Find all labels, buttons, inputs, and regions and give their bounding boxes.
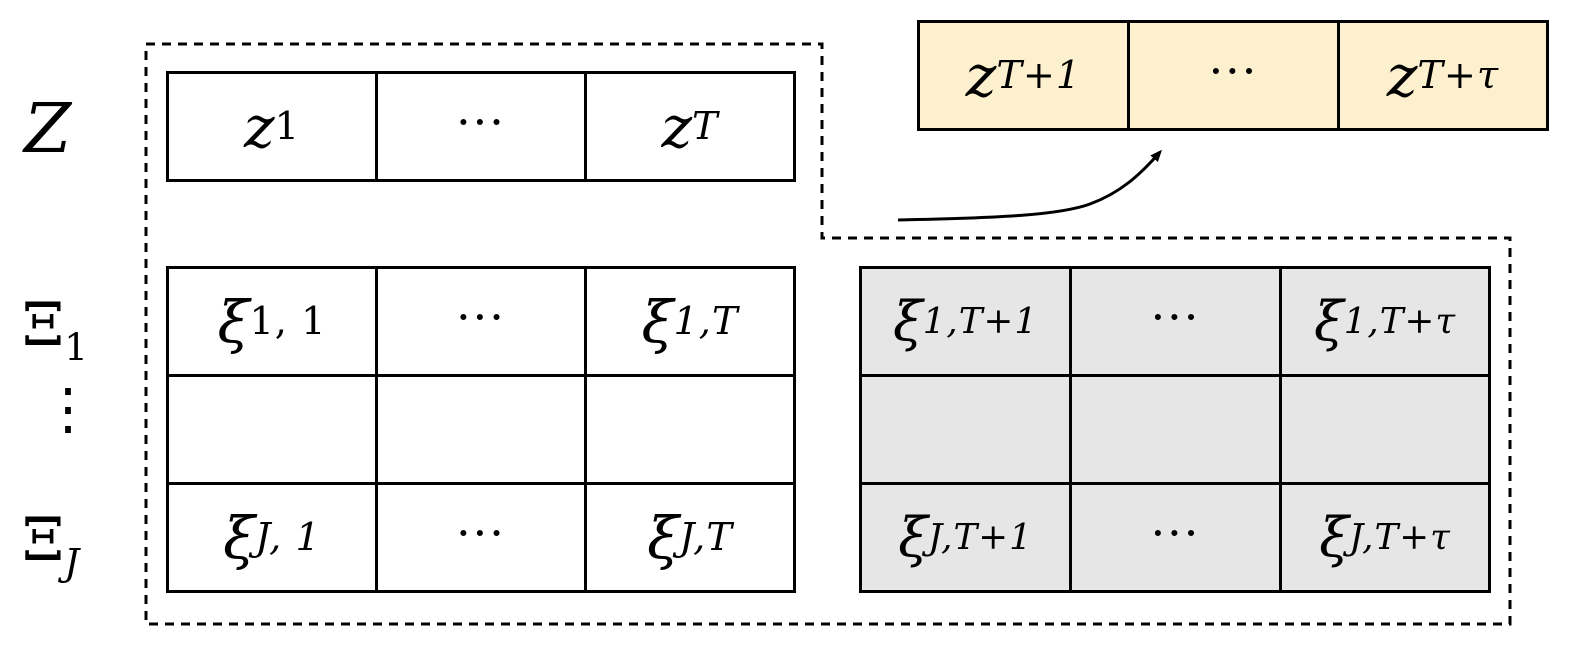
xi-future-r2-c3 [1279, 374, 1491, 485]
cell-main: ξ [1319, 506, 1349, 569]
cell-sub: T+τ [1417, 53, 1500, 98]
row-label-xi-first-sub: 1 [64, 324, 88, 369]
z-future-cell-2: ··· [1127, 20, 1340, 131]
cell-main: ··· [1150, 505, 1201, 560]
cell-sub: 1 [274, 104, 300, 149]
row-label-z-text: Z [24, 90, 72, 169]
row-label-xi-last-sub: J [64, 539, 80, 584]
row-label-xi-first-main: Ξ [22, 290, 65, 360]
cell-main: ξ [1313, 290, 1344, 353]
row-label-vdots: ⋮ [40, 382, 96, 438]
xi-history-r2-c1 [166, 374, 378, 485]
z-history-cell-2: ··· [375, 71, 587, 182]
xi-history-r3-c2: ··· [375, 482, 587, 593]
row-label-z: Z [24, 90, 71, 169]
xi-future-r1-c2: ··· [1069, 266, 1282, 377]
context-window-boundary [144, 42, 1512, 626]
cell-main: z [965, 41, 997, 110]
cell-sub: J, 1 [255, 515, 321, 560]
cell-sub: T+1 [996, 53, 1082, 98]
cell-sub: J,T+τ [1348, 517, 1451, 558]
xi-future-r3-c2: ··· [1069, 482, 1282, 593]
xi-history-r1-c2: ··· [375, 266, 587, 377]
cell-main: ξ [223, 503, 256, 572]
cell-main: z [244, 92, 275, 161]
cell-main: ξ [217, 287, 250, 356]
cell-sub: T [692, 104, 719, 149]
prediction-arrow [897, 149, 1162, 222]
cell-main: ξ [898, 506, 928, 569]
cell-main: ξ [641, 287, 674, 356]
cell-main: ··· [456, 289, 506, 344]
cell-main: ··· [456, 505, 506, 560]
cell-main: ··· [1150, 289, 1201, 344]
cell-main: z [1386, 41, 1418, 110]
cell-sub: 1,T [673, 299, 739, 344]
cell-main: ξ [892, 290, 923, 353]
cell-sub: 1,T+τ [1343, 301, 1457, 342]
row-label-xi-last: ΞJ [22, 505, 79, 584]
cell-main: ξ [647, 503, 680, 572]
cell-main: z [661, 92, 693, 161]
xi-history-r2-c3 [584, 374, 796, 485]
row-label-xi-first: Ξ1 [22, 290, 88, 369]
cell-main: ··· [1208, 43, 1259, 98]
xi-future-r2-c1 [859, 374, 1072, 485]
row-label-xi-last-main: Ξ [22, 505, 65, 575]
cell-sub: J,T [679, 515, 733, 560]
cell-sub: 1,T+1 [922, 301, 1039, 342]
cell-sub: 1, 1 [249, 299, 327, 344]
cell-main: ··· [456, 94, 506, 149]
cell-sub: J,T+1 [927, 517, 1033, 558]
row-label-vdots-text: ⋮ [40, 377, 96, 442]
xi-future-r2-c2 [1069, 374, 1282, 485]
xi-history-r2-c2 [375, 374, 587, 485]
